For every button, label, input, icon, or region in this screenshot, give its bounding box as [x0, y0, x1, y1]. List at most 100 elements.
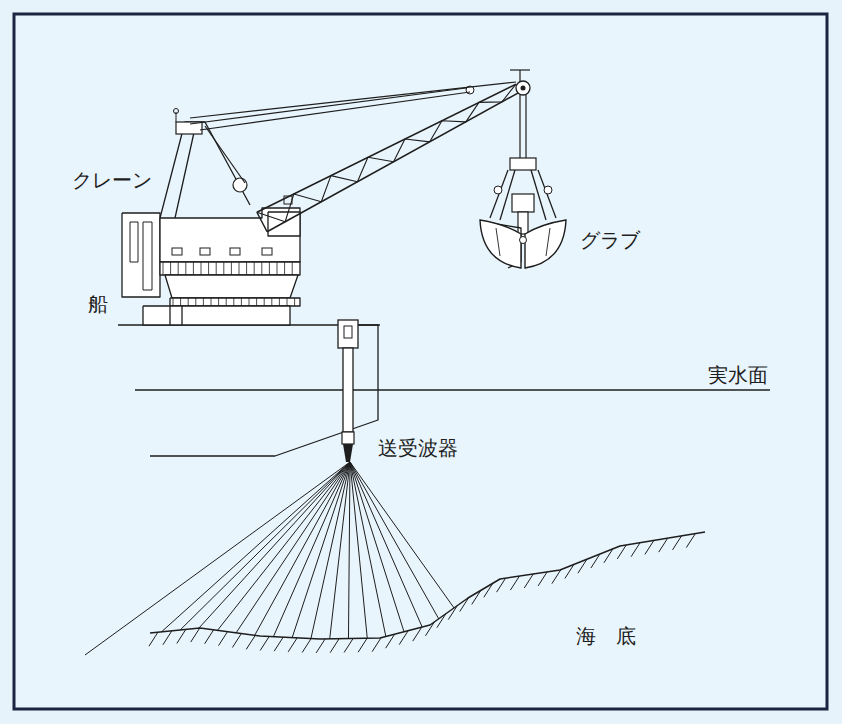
rail-post	[185, 262, 186, 275]
hoist-cable	[190, 82, 516, 118]
crane-house	[160, 208, 300, 262]
a-frame	[160, 122, 250, 218]
grab-head	[510, 158, 536, 170]
sonar-beam	[180, 462, 350, 630]
base-post	[169, 306, 170, 325]
seabed-hatch	[552, 570, 561, 584]
label-holder: グラブ	[578, 228, 642, 252]
seabed-hatch	[497, 578, 506, 592]
part-label: クレーン	[70, 168, 154, 192]
label-holder: 海 底	[574, 624, 638, 648]
grab-pin	[494, 186, 502, 194]
dredger	[85, 70, 770, 655]
part-label: 船	[86, 292, 110, 316]
rail-post	[249, 298, 250, 306]
grab	[480, 158, 566, 268]
rail-post	[231, 262, 232, 275]
lower-rail	[170, 298, 300, 306]
deck-rail	[160, 262, 300, 275]
rail-post	[284, 262, 285, 275]
rear-tower	[122, 213, 160, 297]
part-label: 海 底	[574, 624, 638, 648]
backstay	[205, 126, 245, 183]
sonar-beam	[330, 462, 350, 639]
seabed-hatch	[177, 629, 186, 643]
sonar-beam	[292, 462, 350, 638]
rail-post	[241, 298, 242, 306]
seabed-hatch	[219, 632, 228, 646]
sonar-beam	[217, 462, 350, 630]
sonar-beam	[350, 462, 404, 632]
seabed-hatch	[645, 540, 654, 554]
seabed-hatch	[413, 627, 422, 641]
sonar-beam	[350, 462, 439, 619]
label-holder: 送受波器	[376, 436, 460, 460]
seabed-hatch	[191, 628, 200, 642]
rail-post	[173, 298, 174, 306]
grab-wire	[525, 95, 526, 160]
seabed-hatch	[565, 564, 574, 578]
sonar-beam	[311, 462, 350, 639]
rail-post	[223, 262, 224, 275]
sonar-beam	[350, 462, 422, 627]
rail-post	[246, 262, 247, 275]
sonar-beam	[348, 462, 350, 639]
seabed-hatch	[163, 631, 172, 645]
rail-post	[195, 298, 196, 306]
bucket-hinge	[520, 237, 527, 244]
rail-post	[279, 298, 280, 306]
seabed-hatch	[205, 630, 214, 644]
sonar-beam	[273, 462, 350, 637]
rail-post	[292, 262, 293, 275]
grab-shaft	[518, 212, 528, 234]
seabed-hatch	[686, 534, 695, 548]
frame	[14, 14, 827, 709]
label-holder: 実水面	[706, 363, 770, 387]
seabed-hatch	[372, 638, 381, 652]
seabed-hatch	[673, 536, 682, 550]
rail-post	[180, 298, 181, 306]
seabed-hatch	[399, 631, 408, 645]
rail-post	[239, 262, 240, 275]
part-label: グラブ	[578, 228, 642, 252]
seabed-hatch	[484, 583, 493, 597]
pole-clamp	[344, 326, 352, 338]
transducer-head	[343, 444, 353, 462]
seabed-hatch	[330, 639, 339, 653]
rail-post	[218, 298, 219, 306]
sonar-beam	[85, 462, 350, 655]
seabed-hatch	[302, 639, 311, 653]
base	[143, 306, 290, 325]
bucket-shell-left	[480, 220, 521, 268]
bucket-shell-right	[525, 220, 566, 268]
rail-post	[188, 298, 189, 306]
seabed-hatch	[659, 538, 668, 552]
rail-post	[203, 298, 204, 306]
seabed-hatch	[260, 636, 269, 650]
window	[200, 248, 210, 255]
seabed-hatch	[460, 598, 469, 612]
seabed-hatch	[472, 590, 481, 604]
grab-body	[512, 194, 534, 212]
boom-lattice	[257, 84, 516, 222]
label-holder: 船	[86, 292, 110, 316]
rail-post	[193, 262, 194, 275]
water-surface-line	[135, 389, 770, 390]
base-post	[181, 306, 182, 325]
bucket-rib	[546, 228, 550, 256]
rail-post	[201, 262, 202, 275]
rail-post	[269, 262, 270, 275]
part-label: 送受波器	[376, 436, 460, 460]
tower-window	[143, 222, 152, 290]
label-holder: クレーン	[70, 168, 154, 192]
sonar-beam	[199, 462, 350, 628]
seabed-hatch	[246, 635, 255, 649]
seabed-line	[150, 532, 705, 639]
grab-arm	[490, 170, 508, 218]
rail-post	[226, 298, 227, 306]
seabed-hatch	[524, 574, 533, 588]
grab-arm	[538, 170, 556, 218]
sonar-beam	[350, 462, 386, 636]
seabed-hatch	[437, 614, 446, 628]
